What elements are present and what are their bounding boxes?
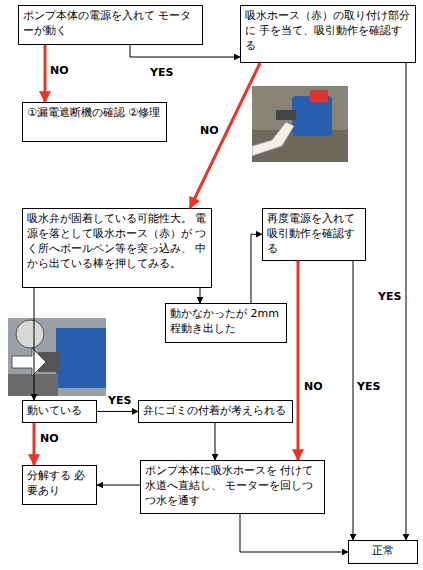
box-text: 再度電源を入れて 吸引動作を確認する	[267, 212, 361, 257]
box-text: 吸水弁が固着している可能性大。 電源を落として吸水ホース（赤）が つく所へボール…	[27, 212, 207, 271]
process-box: 動いている	[22, 400, 97, 423]
process-box: ポンプ本体の電源を入れて モーターが動く	[18, 5, 203, 45]
edge-label: NO	[40, 432, 59, 445]
box-text: ポンプ本体に吸水ホースを 付けて水道へ直結し、 モーターを回しつつ水を通す	[145, 464, 320, 509]
flow-connector	[240, 514, 348, 552]
process-box: 分解する 必要あり	[22, 465, 97, 505]
flow-connector	[200, 288, 201, 303]
box-text: 弁にゴミの付着が考えられる	[143, 404, 288, 419]
pump-body	[56, 328, 106, 388]
photo-valve-inlet	[8, 318, 106, 396]
process-box: ポンプ本体に吸水ホースを 付けて水道へ直結し、 モーターを回しつつ水を通す	[140, 460, 325, 514]
process-box: 動かなかったが 2mm程動き出した	[165, 303, 287, 343]
flow-connector	[34, 288, 35, 400]
hose-fitting	[276, 110, 296, 120]
box-text: 動かなかったが 2mm程動き出した	[170, 307, 282, 337]
process-box: 弁にゴミの付着が考えられる	[138, 400, 293, 423]
edge-label: YES	[108, 394, 131, 407]
flow-connector	[406, 63, 407, 540]
photo-base	[8, 374, 58, 396]
edge-label: YES	[357, 380, 380, 393]
process-box: 吸水ホース（赤）の取り付け部分に 手を当て、吸引動作を確認する	[240, 5, 416, 63]
flow-connector	[353, 261, 354, 540]
edge-label: NO	[50, 64, 69, 77]
hand	[252, 122, 294, 156]
flow-connector	[215, 423, 216, 460]
process-box: 正常	[348, 540, 418, 564]
photo-ground	[252, 86, 348, 162]
edge-label: NO	[304, 380, 323, 393]
no-connector	[190, 63, 260, 208]
box-text: 分解する 必要あり	[27, 469, 92, 499]
process-box: 吸水弁が固着している可能性大。 電源を落として吸水ホース（赤）が つく所へボール…	[22, 208, 212, 288]
no-connector	[297, 261, 300, 460]
pump-cap	[310, 90, 328, 102]
flow-connector	[251, 234, 262, 303]
box-text: 動いている	[27, 404, 92, 419]
photo-background	[8, 318, 106, 396]
edge-label: NO	[200, 124, 219, 137]
process-box: 再度電源を入れて 吸引動作を確認する	[262, 208, 366, 261]
box-text: ポンプ本体の電源を入れて モーターが動く	[23, 9, 198, 39]
process-box: ①漏電遮断機の確認 ②修理	[22, 102, 167, 142]
pointer-arrow	[12, 348, 46, 376]
flow-connector	[97, 485, 140, 486]
box-text: 正常	[353, 544, 413, 559]
photo-hand-on-hose	[252, 86, 348, 162]
edge-label: YES	[378, 290, 401, 303]
pressure-gauge	[16, 320, 44, 348]
edge-label: YES	[150, 66, 173, 79]
box-text: ①漏電遮断機の確認 ②修理	[27, 106, 162, 121]
no-connector	[33, 423, 36, 465]
no-connector	[44, 45, 47, 102]
flow-connector	[97, 411, 138, 412]
box-text: 吸水ホース（赤）の取り付け部分に 手を当て、吸引動作を確認する	[245, 9, 411, 54]
flow-connector	[130, 45, 240, 57]
